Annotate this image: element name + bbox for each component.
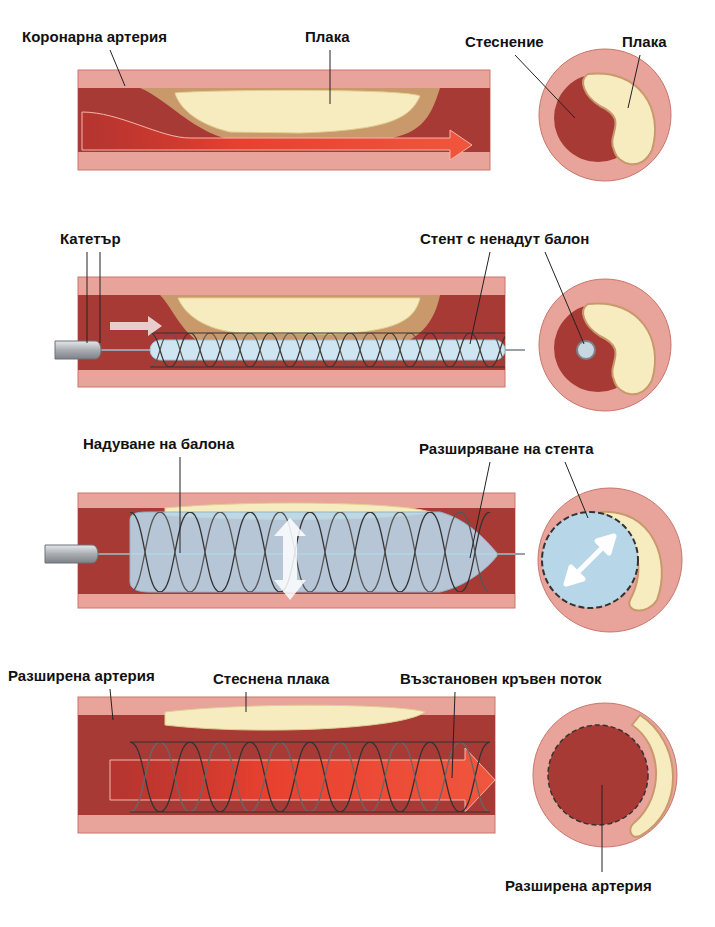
- part-label: Стеснена плака: [213, 670, 329, 688]
- part-label: Коронарна артерия: [22, 28, 167, 46]
- part-label: Разширяване на стента: [419, 440, 594, 458]
- part-label: Катетър: [60, 230, 121, 248]
- part-label: Стент с ненадут балон: [420, 230, 589, 248]
- part-label: Разширена артерия: [505, 877, 652, 895]
- part-label: Разширена артерия: [8, 667, 155, 685]
- part-label: Стеснение: [465, 33, 544, 51]
- part-label: Плака: [622, 33, 667, 51]
- part-label: Плака: [305, 28, 350, 46]
- part-label: Надуване на балона: [83, 435, 234, 453]
- part-label: Възстановен кръвен поток: [400, 670, 602, 688]
